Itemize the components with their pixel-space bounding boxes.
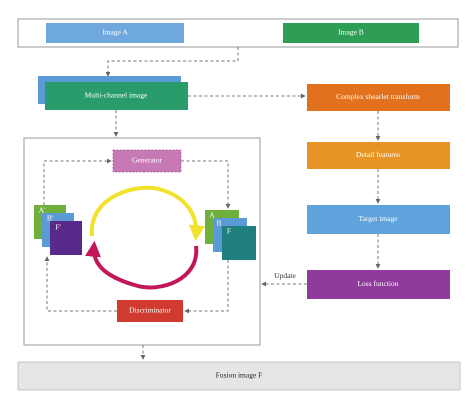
update-label: Update	[274, 271, 296, 280]
cycle-arrow-yellow	[89, 185, 205, 242]
image-a-box	[46, 23, 184, 43]
cycle-arrow-magenta	[85, 240, 199, 290]
multichannel-box	[45, 82, 188, 110]
stack-right-f-label: F	[227, 227, 231, 236]
stack-left-f	[50, 221, 82, 255]
fusion-image-box	[17, 361, 461, 391]
detail-features-label: Detail features	[356, 150, 400, 159]
right-stack-to-discriminator-arrow	[184, 260, 229, 314]
left-stack-to-generator-arrow	[43, 158, 112, 205]
discriminator-label: Discriminator	[129, 306, 171, 315]
target-image-label: Target image	[358, 214, 398, 223]
generator-to-right-stack-arrow	[181, 160, 231, 209]
loss-function-box	[307, 270, 450, 299]
complex-shearlet-label: Complex shearlet transform	[336, 92, 420, 101]
stack-left-a-label: A'	[39, 206, 46, 215]
inputs-to-multichannel-connector	[105, 47, 239, 77]
stack-left-b-label: B'	[47, 214, 54, 223]
detail-features-box	[307, 142, 450, 169]
image-b-box	[283, 23, 419, 43]
generator-label: Generator	[132, 156, 162, 165]
stack-right-b-label: B	[216, 219, 221, 228]
loss-function-label: Loss function	[357, 279, 398, 288]
stack-left-f-label: F'	[55, 223, 61, 232]
multichannel-label: Multi-channel image	[85, 91, 148, 100]
right-image-stack: A B F	[205, 210, 256, 260]
image-b-label: Image B	[338, 28, 364, 37]
stack-right-f	[222, 226, 256, 260]
discriminator-to-left-stack-arrow	[44, 256, 117, 312]
left-image-stack: A' B' F'	[34, 205, 82, 255]
target-image-box	[307, 205, 450, 234]
discriminator-box	[117, 300, 183, 322]
complex-shearlet-box	[307, 84, 450, 111]
fusion-image-label: Fusion image F	[216, 371, 263, 380]
stack-right-a-label: A	[209, 211, 215, 220]
image-a-label: Image A	[102, 28, 128, 37]
